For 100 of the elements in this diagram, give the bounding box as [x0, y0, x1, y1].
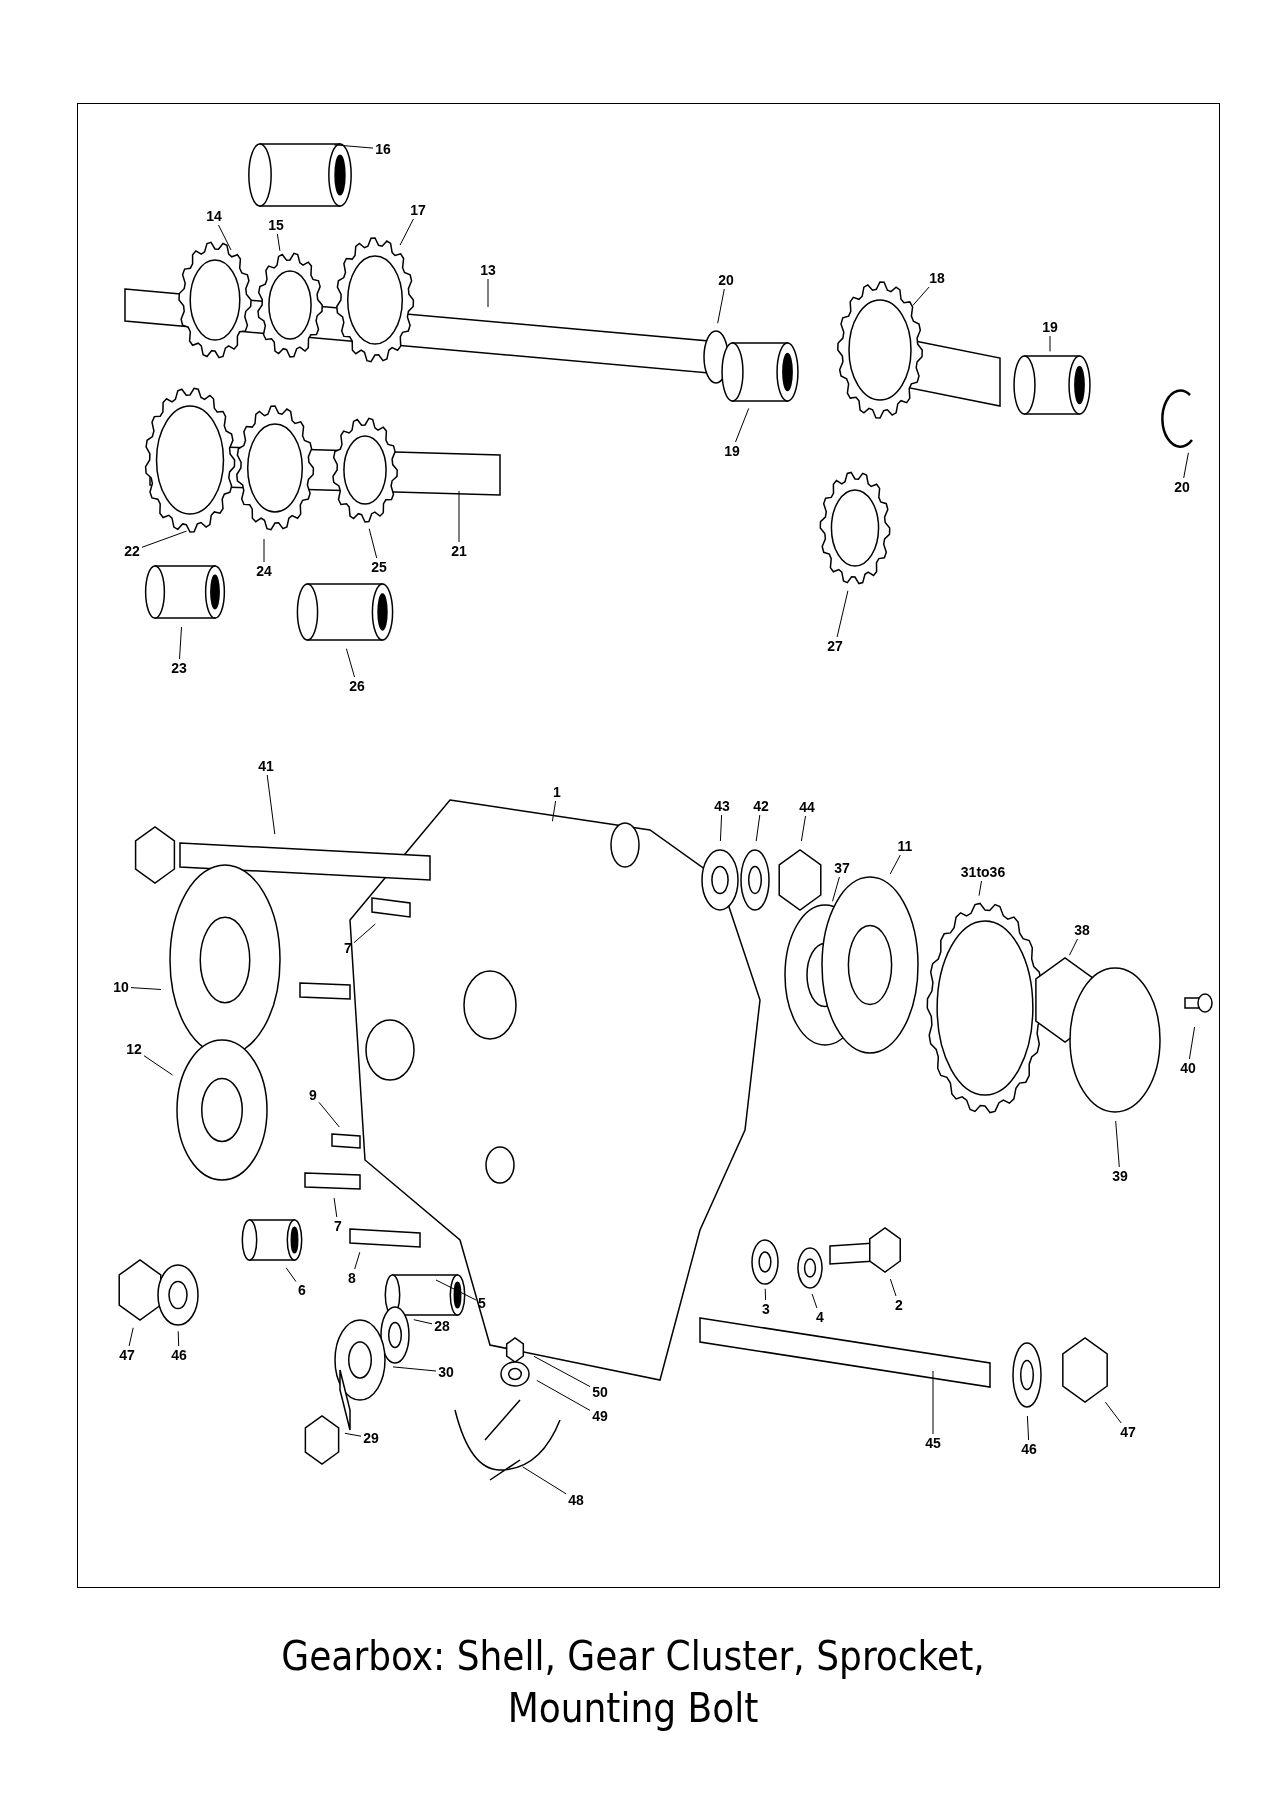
callout-number: 47 [119, 1348, 135, 1362]
callout-number: 19 [1042, 320, 1058, 334]
callout-number: 2 [895, 1298, 903, 1312]
callout-number: 41 [258, 759, 274, 773]
leader-line [354, 1251, 361, 1270]
leader-line [912, 286, 930, 306]
leader-line [333, 1197, 338, 1218]
leader-line [263, 538, 265, 563]
leader-line [344, 1432, 362, 1437]
leader-line [435, 1279, 477, 1301]
leader-line [285, 1267, 297, 1283]
leader-line [487, 278, 489, 308]
leader-line [1026, 1415, 1030, 1441]
leader-line [413, 1319, 433, 1325]
callout-number: 26 [349, 679, 365, 693]
callout-number: 22 [124, 544, 140, 558]
callout-number: 14 [206, 209, 222, 223]
callout-number: 44 [799, 800, 815, 814]
callout-number: 24 [256, 564, 272, 578]
callout-number: 15 [268, 218, 284, 232]
callout-number: 45 [925, 1436, 941, 1450]
leader-line [764, 1288, 767, 1301]
callout-number: 18 [929, 271, 945, 285]
leader-line [1188, 1026, 1196, 1060]
callout-number: 40 [1180, 1061, 1196, 1075]
leader-line [392, 1366, 437, 1372]
leader-line [368, 528, 378, 559]
callout-number: 27 [827, 639, 843, 653]
callout-number: 7 [344, 941, 352, 955]
callout-number: 19 [724, 444, 740, 458]
leader-line [276, 233, 281, 252]
callout-number: 49 [592, 1409, 608, 1423]
leader-line [333, 144, 374, 149]
callout-number: 43 [714, 799, 730, 813]
leader-line [536, 1379, 591, 1411]
leader-line [836, 590, 849, 638]
callout-number: 11 [897, 839, 913, 853]
callout-number: 30 [438, 1365, 454, 1379]
leader-line [141, 530, 187, 548]
leader-line [218, 224, 232, 251]
leader-line [399, 218, 414, 246]
leader-line [978, 880, 982, 897]
leader-line [143, 1055, 173, 1076]
leader-line [1115, 1120, 1120, 1168]
leader-line [533, 1355, 591, 1388]
leader-line [130, 987, 162, 990]
leader-line [717, 288, 725, 324]
caption: Gearbox: Shell, Gear Cluster, Sprocket, Mounting Bolt [280, 1632, 986, 1733]
callout-number: 31to36 [960, 865, 1006, 879]
callout-number: 20 [1174, 480, 1190, 494]
leader-line [889, 854, 901, 875]
callout-number: 3 [762, 1302, 770, 1316]
callout-number: 7 [334, 1219, 342, 1233]
leader-line [932, 1370, 934, 1435]
leader-line [800, 815, 806, 842]
callout-number: 38 [1074, 923, 1090, 937]
callout-number: 1 [553, 785, 561, 799]
callout-number: 48 [568, 1493, 584, 1507]
leader-line [1069, 938, 1078, 956]
leader-line [128, 1327, 134, 1347]
callout-number: 20 [718, 273, 734, 287]
leader-line [719, 814, 723, 842]
callout-number: 29 [363, 1431, 379, 1445]
leader-line [353, 923, 376, 944]
callout-number: 37 [834, 861, 850, 875]
callout-number: 46 [171, 1348, 187, 1362]
leader-line [179, 626, 182, 660]
callout-number: 46 [1021, 1442, 1037, 1456]
callout-number: 17 [410, 203, 426, 217]
leader-line [1104, 1401, 1122, 1424]
callout-number: 8 [348, 1271, 356, 1285]
leader-line [177, 1330, 180, 1347]
leader-line [458, 490, 460, 543]
leader-line [1183, 452, 1189, 479]
callout-number: 4 [816, 1310, 824, 1324]
leader-line [522, 1466, 567, 1495]
callout-number: 5 [478, 1296, 486, 1310]
leader-line [811, 1293, 818, 1309]
leader-line [832, 876, 840, 902]
leader-line [345, 648, 355, 678]
callout-number: 10 [113, 980, 129, 994]
callout-number: 50 [592, 1385, 608, 1399]
leader-line [266, 774, 276, 835]
callout-number: 13 [480, 263, 496, 277]
callout-number: 23 [171, 661, 187, 675]
leader-line [735, 407, 750, 443]
callout-number: 28 [434, 1319, 450, 1333]
callout-number: 47 [1120, 1425, 1136, 1439]
callout-number: 6 [298, 1283, 306, 1297]
leader-line [889, 1278, 897, 1297]
callout-number: 39 [1112, 1169, 1128, 1183]
callout-number: 16 [375, 142, 391, 156]
leader-line [1049, 335, 1051, 352]
callout-number: 12 [126, 1042, 142, 1056]
callout-number: 9 [309, 1088, 317, 1102]
leader-line [318, 1101, 340, 1128]
callout-number: 21 [451, 544, 467, 558]
callout-number: 42 [753, 799, 769, 813]
callout-number: 25 [371, 560, 387, 574]
leader-line [755, 814, 761, 842]
